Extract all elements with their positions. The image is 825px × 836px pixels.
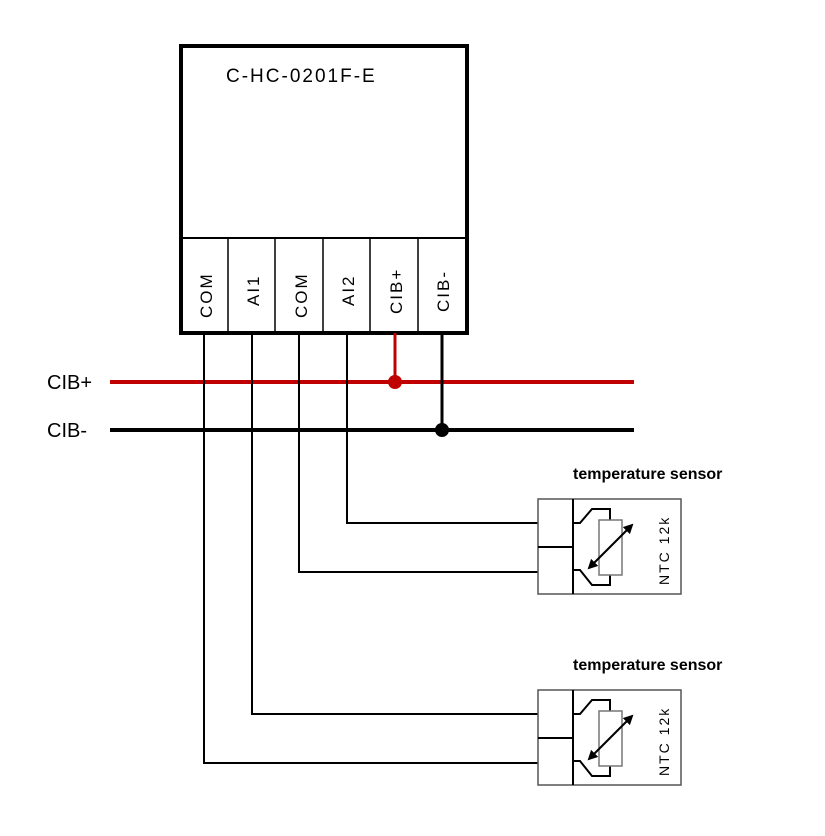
terminal-com-1: COM	[197, 272, 216, 318]
terminal-cib-minus: CIB-	[434, 270, 453, 312]
variable-arrow-icon	[587, 714, 634, 761]
terminal-labels: COM AI1 COM AI2 CIB+ CIB-	[197, 268, 453, 318]
module-name: C-HC-0201F-E	[226, 66, 377, 87]
terminal-com-2: COM	[292, 272, 311, 318]
terminal-dividers	[227, 238, 419, 333]
sensor-2-type: NTC 12k	[656, 707, 672, 776]
sensor-2-title: temperature sensor	[573, 657, 722, 674]
sensor-1: temperature sensor NTC 12k	[537, 466, 722, 595]
bus-minus-label: CIB-	[47, 420, 87, 442]
sensor-1-title: temperature sensor	[573, 466, 722, 483]
terminal-ai1: AI1	[244, 274, 263, 306]
cib-plus-junction	[388, 375, 402, 389]
module-box	[179, 44, 469, 335]
bus-plus-label: CIB+	[47, 372, 92, 394]
wire-ai2	[346, 333, 538, 524]
cib-minus-junction	[435, 423, 449, 437]
terminal-cib-plus: CIB+	[387, 268, 406, 314]
wire-ai1	[251, 333, 538, 715]
wire-com-2	[298, 333, 538, 573]
wire-com-1	[203, 333, 538, 764]
sensor-2: temperature sensor NTC 12k	[537, 657, 722, 786]
terminal-ai2: AI2	[339, 274, 358, 306]
variable-arrow-icon	[587, 523, 634, 570]
sensor-1-type: NTC 12k	[656, 516, 672, 585]
